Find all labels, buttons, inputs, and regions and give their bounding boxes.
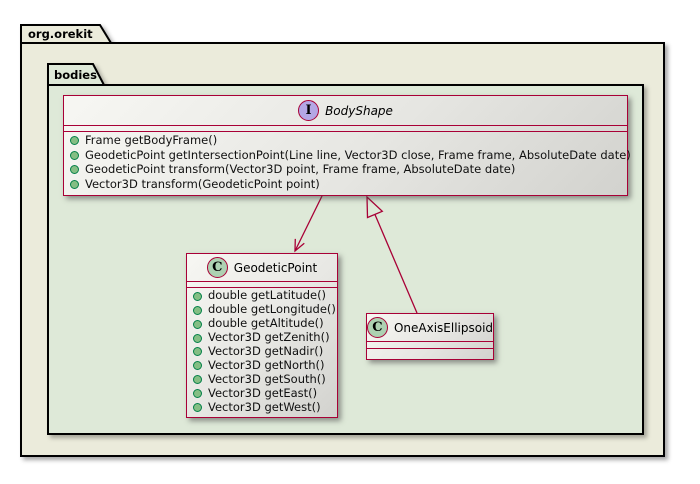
association-arrow xyxy=(294,195,323,253)
interface-badge-icon: I xyxy=(298,100,320,121)
public-visibility-icon xyxy=(193,375,202,385)
geodeticpoint-title: GeodeticPoint xyxy=(233,260,318,275)
class-badge-icon: C xyxy=(206,257,228,278)
method-row: Vector3D getNadir() xyxy=(187,346,337,358)
public-visibility-icon xyxy=(70,136,79,146)
public-visibility-icon xyxy=(193,389,202,399)
generalization-arrow xyxy=(366,195,418,314)
method-label: GeodeticPoint getIntersectionPoint(Line … xyxy=(85,147,631,162)
bodyshape-methods-compartment: Frame getBodyFrame() GeodeticPoint getIn… xyxy=(64,132,631,193)
geodeticpoint-methods-compartment: double getLatitude() double getLongitude… xyxy=(187,288,337,416)
oneaxisellipsoid-methods-compartment xyxy=(367,349,493,357)
bodyshape-header: I BodyShape xyxy=(64,96,627,126)
method-row: Vector3D getEast() xyxy=(187,386,337,400)
method-label: GeodeticPoint transform(Vector3D point, … xyxy=(85,162,516,176)
class-box-oneaxisellipsoid: C OneAxisEllipsoid xyxy=(366,313,494,360)
method-row: double getAltitude() xyxy=(187,318,337,330)
oneaxisellipsoid-title: OneAxisEllipsoid xyxy=(393,320,494,335)
method-label: double getLatitude() xyxy=(208,288,327,303)
method-label: Vector3D getNorth() xyxy=(208,358,325,373)
method-label: Frame getBodyFrame() xyxy=(85,133,218,147)
public-visibility-icon xyxy=(193,347,202,357)
geodeticpoint-fields-compartment xyxy=(187,282,337,288)
method-row: Vector3D transform(GeodeticPoint point) xyxy=(64,176,627,191)
public-visibility-icon xyxy=(70,179,79,189)
method-row: double getLongitude() xyxy=(187,304,337,316)
method-row: Vector3D getNorth() xyxy=(187,360,337,372)
outer-package-label: org.orekit xyxy=(28,27,93,41)
method-label: Vector3D getEast() xyxy=(208,386,318,400)
public-visibility-icon xyxy=(193,319,202,329)
oneaxisellipsoid-header: C OneAxisEllipsoid xyxy=(366,314,494,342)
public-visibility-icon xyxy=(193,333,202,343)
method-label: Vector3D transform(GeodeticPoint point) xyxy=(85,176,320,191)
public-visibility-icon xyxy=(193,291,202,301)
public-visibility-icon xyxy=(70,165,79,175)
method-row: Vector3D getZenith() xyxy=(187,332,337,344)
method-label: double getLongitude() xyxy=(208,302,336,317)
method-row: Vector3D getSouth() xyxy=(187,374,337,386)
public-visibility-icon xyxy=(193,305,202,315)
method-label: Vector3D getNadir() xyxy=(208,344,324,359)
method-label: Vector3D getZenith() xyxy=(208,330,330,345)
inner-package-label: bodies xyxy=(54,68,97,82)
method-row: Frame getBodyFrame() xyxy=(64,133,627,147)
method-row: Vector3D getWest() xyxy=(187,399,337,414)
method-label: Vector3D getSouth() xyxy=(208,372,326,387)
class-box-geodeticpoint: C GeodeticPoint double getLatitude() dou… xyxy=(186,253,338,418)
method-label: Vector3D getWest() xyxy=(208,399,321,414)
class-box-bodyshape: I BodyShape Frame getBodyFrame() Geodeti… xyxy=(63,95,631,196)
geodeticpoint-header: C GeodeticPoint xyxy=(187,254,337,282)
bodyshape-title: BodyShape xyxy=(325,103,393,118)
method-label: double getAltitude() xyxy=(208,316,324,331)
bodyshape-fields-compartment xyxy=(64,126,627,132)
public-visibility-icon xyxy=(70,150,79,160)
method-row: double getLatitude() xyxy=(187,290,337,302)
public-visibility-icon xyxy=(193,403,202,413)
oneaxisellipsoid-fields-compartment xyxy=(367,342,493,349)
method-row: GeodeticPoint transform(Vector3D point, … xyxy=(64,162,627,176)
class-badge-icon: C xyxy=(366,317,388,338)
public-visibility-icon xyxy=(193,361,202,371)
method-row: GeodeticPoint getIntersectionPoint(Line … xyxy=(64,149,631,162)
